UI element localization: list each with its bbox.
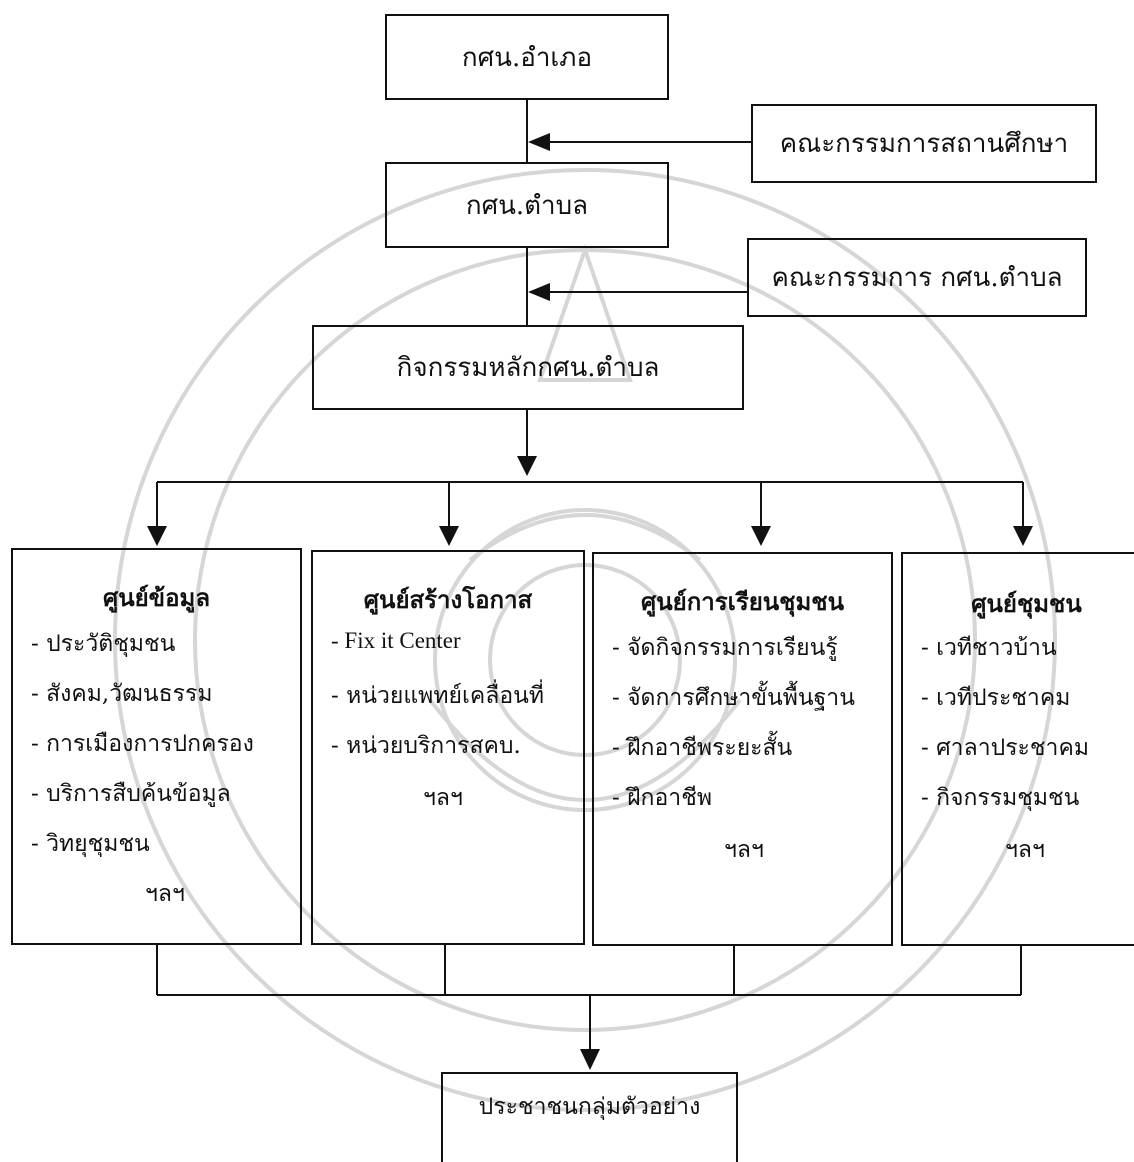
school-committee-label: คณะกรรมการสถานศึกษา bbox=[779, 129, 1069, 159]
list-item: - จัดกิจกรรมการเรียนรู้ bbox=[612, 635, 838, 661]
center-title: ศูนย์สร้างโอกาส bbox=[363, 585, 533, 614]
arrowhead bbox=[528, 283, 550, 301]
target-group-box: ประชาชนกลุ่มตัวอย่าง bbox=[441, 1072, 738, 1162]
list-item: - สังคม,วัฒนธรรม bbox=[31, 681, 213, 707]
list-item: - ฝึกอาชีพระยะสั้น bbox=[612, 735, 793, 761]
list-item: - หน่วยบริการสคบ. bbox=[331, 733, 521, 759]
center-title: ศูนย์การเรียนชุมชน bbox=[641, 587, 844, 616]
subdistrict-office-box: กศน.ตำบล bbox=[385, 162, 669, 248]
list-item: - ศาลาประชาคม bbox=[921, 735, 1089, 761]
list-item: - วิทยุชุมชน bbox=[31, 831, 150, 857]
list-item: - Fix it Center bbox=[331, 628, 461, 653]
center-column-community-learning: ศูนย์การเรียนชุมชน - จัดกิจกรรมการเรียนร… bbox=[592, 552, 893, 946]
etc-mark: ฯลฯ bbox=[724, 837, 764, 863]
center-column-community: ศูนย์ชุมชน - เวทีชาวบ้าน - เวทีประชาคม -… bbox=[901, 552, 1134, 946]
main-activities-label: กิจกรรมหลักกศน.ตำบล bbox=[396, 353, 660, 383]
target-group-label: ประชาชนกลุ่มตัวอย่าง bbox=[478, 1094, 701, 1120]
main-activities-box: กิจกรรมหลักกศน.ตำบล bbox=[312, 325, 744, 410]
arrowhead bbox=[147, 526, 167, 546]
arrowhead bbox=[528, 133, 550, 151]
center-title: ศูนย์ชุมชน bbox=[971, 589, 1082, 618]
center-title: ศูนย์ข้อมูล bbox=[102, 583, 211, 612]
list-item: - หน่วยแพทย์เคลื่อนที่ bbox=[331, 683, 545, 709]
center-column-opportunity: ศูนย์สร้างโอกาส - Fix it Center - หน่วยแ… bbox=[311, 550, 585, 945]
list-item: - บริการสืบค้นข้อมูล bbox=[31, 781, 231, 807]
district-office-box: กศน.อำเภอ bbox=[385, 14, 669, 100]
subdistrict-committee-box: คณะกรรมการ กศน.ตำบล bbox=[747, 238, 1087, 317]
arrowhead bbox=[751, 526, 771, 546]
arrowhead bbox=[580, 1049, 600, 1070]
subdistrict-committee-label: คณะกรรมการ กศน.ตำบล bbox=[771, 263, 1063, 293]
arrowhead bbox=[439, 526, 459, 546]
arrowhead bbox=[517, 456, 537, 476]
etc-mark: ฯลฯ bbox=[1005, 837, 1045, 863]
list-item: - ฝึกอาชีพ bbox=[612, 785, 712, 811]
etc-mark: ฯลฯ bbox=[423, 785, 463, 811]
arrowhead bbox=[1013, 526, 1033, 546]
subdistrict-office-label: กศน.ตำบล bbox=[465, 190, 589, 221]
list-item: - จัดการศึกษาขั้นพื้นฐาน bbox=[612, 685, 855, 711]
list-item: - เวทีชาวบ้าน bbox=[921, 635, 1057, 661]
district-office-label: กศน.อำเภอ bbox=[461, 42, 593, 73]
school-committee-box: คณะกรรมการสถานศึกษา bbox=[751, 104, 1097, 183]
center-column-information: ศูนย์ข้อมูล - ประวัติชุมชน - สังคม,วัฒนธ… bbox=[11, 548, 302, 945]
list-item: - ประวัติชุมชน bbox=[31, 631, 176, 657]
list-item: - กิจกรรมชุมชน bbox=[921, 785, 1080, 811]
list-item: - เวทีประชาคม bbox=[921, 685, 1071, 711]
list-item: - การเมืองการปกครอง bbox=[31, 731, 254, 757]
etc-mark: ฯลฯ bbox=[145, 881, 185, 907]
